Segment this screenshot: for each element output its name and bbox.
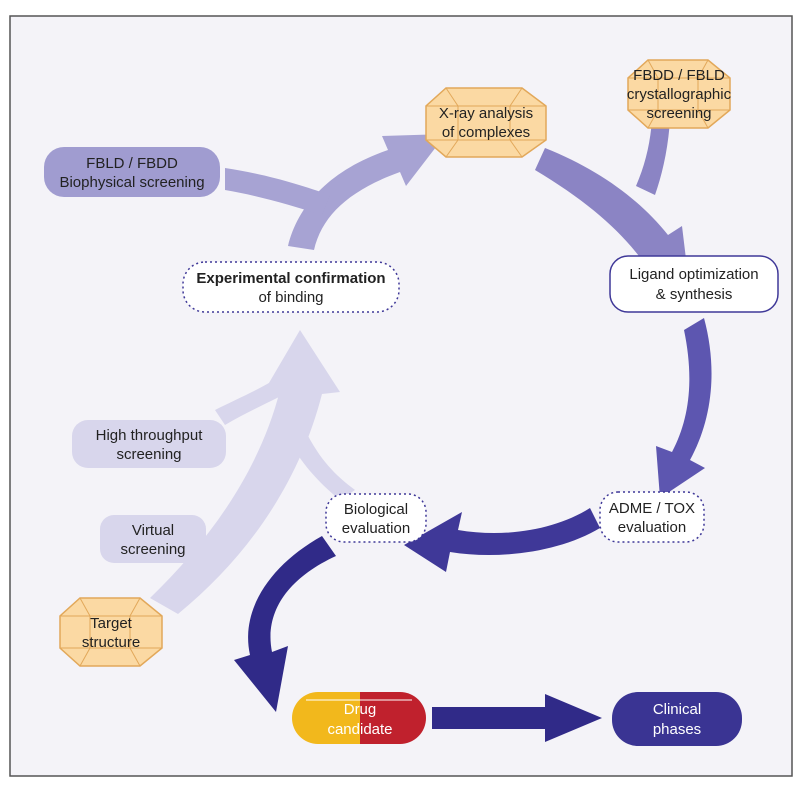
hts-line2: screening <box>116 446 181 463</box>
ligand-line2: & synthesis <box>656 286 733 303</box>
target-line1: Target <box>90 615 133 632</box>
biophysical-screening-box: FBLD / FBDD Biophysical screening <box>44 147 220 197</box>
adme-tox-node: ADME / TOX evaluation <box>599 491 705 543</box>
arrow-confirmation-to-xray <box>288 134 446 250</box>
xray-analysis-node: X-ray analysis of complexes <box>425 87 547 158</box>
biophysical-line2: Biophysical screening <box>59 174 204 191</box>
crystallographic-screening-node: FBDD / FBLD crystallographic screening <box>627 59 732 129</box>
arrow-crystallographic-merge <box>636 120 670 195</box>
biological-line1: Biological <box>344 501 408 518</box>
clinical-line1: Clinical <box>653 701 701 718</box>
virtual-line2: screening <box>120 541 185 558</box>
arrow-biological-branch <box>288 430 355 500</box>
clinical-line2: phases <box>653 721 701 738</box>
experimental-line1: Experimental confirmation <box>196 270 385 287</box>
drug-candidate-capsule: Drug candidate <box>292 692 426 744</box>
experimental-confirmation-node: Experimental confirmation of binding <box>182 261 400 313</box>
arrow-hts-branch <box>215 370 296 425</box>
biological-line2: evaluation <box>342 520 410 537</box>
crystallographic-line3: screening <box>646 105 711 122</box>
biophysical-line1: FBLD / FBDD <box>86 155 178 172</box>
arrow-adme-to-biological <box>404 508 600 572</box>
ligand-optimization-node: Ligand optimization & synthesis <box>609 255 779 313</box>
virtual-screening-box: Virtual screening <box>100 515 206 563</box>
virtual-line1: Virtual <box>132 522 174 539</box>
arrow-ligand-to-adme <box>656 318 712 498</box>
experimental-line2: of binding <box>258 289 323 306</box>
crystal-icon <box>425 87 547 158</box>
arrow-biophysical-merge <box>225 168 330 215</box>
target-structure-node: Target structure <box>59 597 163 667</box>
biological-evaluation-node: Biological evaluation <box>325 493 427 543</box>
drug-line1: Drug <box>344 701 377 718</box>
capsule-icon <box>292 692 426 744</box>
clinical-phases-node: Clinical phases <box>612 692 742 746</box>
adme-line1: ADME / TOX <box>609 500 695 517</box>
arrow-target-to-confirmation <box>150 330 340 614</box>
arrow-biological-to-drug <box>234 536 336 712</box>
crystallographic-line1: FBDD / FBLD <box>633 67 725 84</box>
ligand-line1: Ligand optimization <box>629 266 758 283</box>
hts-line1: High throughput <box>96 427 204 444</box>
crystal-icon <box>59 597 163 667</box>
xray-line1: X-ray analysis <box>439 105 533 122</box>
arrow-drug-to-clinical <box>432 694 602 742</box>
adme-line2: evaluation <box>618 519 686 536</box>
high-throughput-screening-box: High throughput screening <box>72 420 226 468</box>
drug-line2: candidate <box>327 721 392 738</box>
target-line2: structure <box>82 634 140 651</box>
xray-line2: of complexes <box>442 124 530 141</box>
crystallographic-line2: crystallographic <box>627 86 732 103</box>
